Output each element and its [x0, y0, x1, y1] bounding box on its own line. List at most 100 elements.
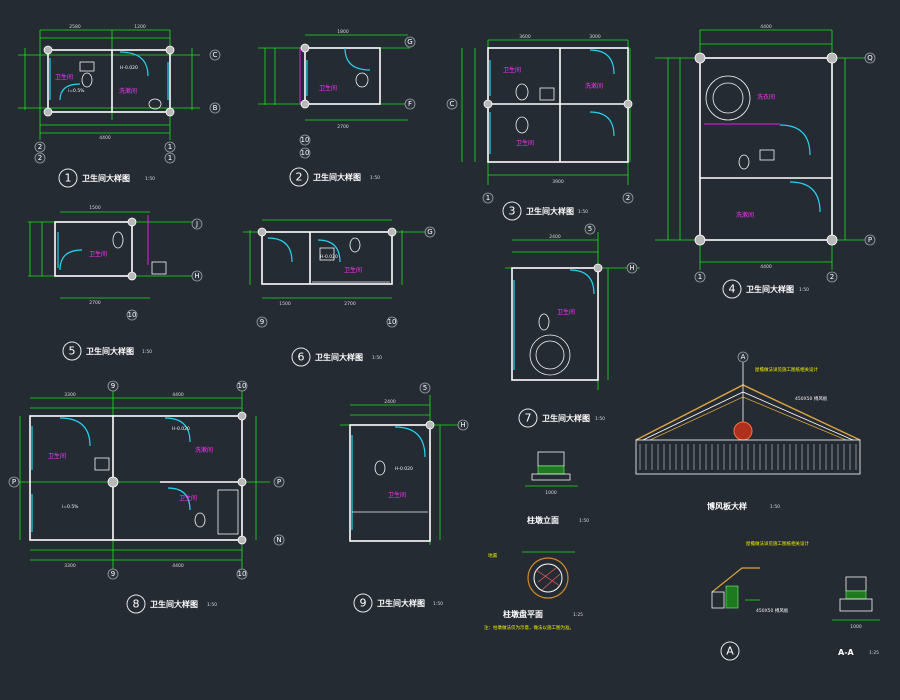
title-3: 3 卫生间大样图 1:50 [502, 201, 588, 221]
grid-2-a: G [407, 38, 412, 46]
dim-7a: 2400 [549, 234, 561, 240]
grid-8-b: 10 [238, 382, 247, 390]
grid-7-a: 5 [588, 225, 592, 233]
room-toilet-2: 卫生间 [319, 84, 337, 92]
grid-7-b: H [629, 264, 634, 272]
plan-2: 卫生间 1800 2700 G F 10 10 [258, 29, 416, 159]
grid-5-a: J [195, 220, 198, 228]
room-toilet-7: 卫生间 [557, 308, 575, 316]
grid-4-b: 2 [830, 273, 834, 281]
title-9-num: 9 [360, 597, 367, 610]
grid-1-a: 2 [38, 143, 42, 151]
column-elev-title: 柱墩立面 [527, 515, 559, 525]
column-plan-title: 柱墩盘平面 [503, 609, 543, 619]
dim-1c: 4400 [99, 135, 111, 141]
grid-8-d: 10 [238, 570, 247, 578]
section-top-note: 屋檐做法详见施工图纸相关设计 [746, 540, 809, 547]
plan-3: 卫生间 洗漱间 卫生间 3600 3000 3900 1 2 C [446, 34, 634, 204]
grid-6-c: 10 [388, 318, 397, 326]
title-6-text: 卫生间大样图 [315, 352, 363, 362]
section-aa-title: A-A [838, 648, 855, 657]
column-plan-scale: 1:25 [573, 612, 583, 618]
title-8-text: 卫生间大样图 [150, 599, 198, 609]
grid-3-b: 2 [626, 194, 630, 202]
section-aa-scale: 1:25 [869, 650, 879, 656]
plan-1: 卫生间 洗漱间 i=0.5% H-0.020 2580 1200 4400 2 … [18, 24, 221, 164]
dim-5a: 1500 [89, 205, 101, 211]
grid-9-a: 5 [423, 384, 427, 392]
dim-4b: 4400 [760, 264, 772, 270]
title-6-scale: 1:50 [372, 355, 382, 361]
dim-8b: 4400 [172, 392, 184, 398]
grid-2-c: 10 [301, 136, 310, 144]
room-toilet-9: 卫生间 [388, 491, 406, 499]
grid-3-c: C [450, 100, 455, 108]
title-8-scale: 1:50 [207, 602, 217, 608]
title-1-num: 1 [65, 172, 72, 185]
title-6-num: 6 [298, 351, 305, 364]
grid-1-b: 2 [38, 154, 42, 162]
column-elevation: 1000 柱墩立面 1:50 [525, 451, 589, 525]
dim-6b: 2700 [344, 301, 356, 307]
title-1-scale: 1:50 [145, 176, 155, 182]
room-toilet-3a: 卫生间 [503, 66, 521, 74]
dim-3c: 3900 [552, 179, 564, 185]
room-laundry-4: 洗衣间 [757, 93, 775, 101]
title-1-text: 卫生间大样图 [82, 173, 130, 183]
grid-9-b: H [460, 421, 465, 429]
section-aa: 1000 A-A 1:25 [832, 576, 880, 657]
column-plan-note-a: 地漏 [488, 552, 497, 559]
title-7-num: 7 [525, 412, 532, 425]
title-4: 4 卫生间大样图 1:50 [722, 279, 809, 299]
title-5-text: 卫生间大样图 [86, 346, 134, 356]
title-4-scale: 1:50 [799, 287, 809, 293]
grid-4-c: Q [867, 54, 873, 62]
grid-2-d: 10 [301, 149, 310, 157]
section-a-num: A [726, 645, 734, 658]
grid-8-c: 9 [111, 570, 115, 578]
dim-3b: 3000 [589, 34, 601, 40]
column-elev-scale: 1:50 [579, 518, 589, 524]
title-8: 8 卫生间大样图 1:50 [126, 594, 217, 614]
grid-6-b: 9 [260, 318, 264, 326]
dim-9a: 2400 [384, 399, 396, 405]
title-5-scale: 1:50 [142, 349, 152, 355]
dim-4a: 4400 [760, 24, 772, 30]
title-7: 7 卫生间大样图 1:50 [518, 408, 605, 428]
section-side-note: 450X50 搏风板 [756, 607, 789, 614]
room-washroom-3: 洗漱间 [585, 82, 603, 90]
plan-4: 洗衣间 洗漱间 4400 4400 1 2 Q P [655, 24, 876, 283]
title-2-scale: 1:50 [370, 175, 380, 181]
grid-5-b: H [194, 272, 199, 280]
title-2-num: 2 [296, 171, 303, 184]
title-6: 6 卫生间大样图 1:50 [291, 347, 382, 367]
floor-level-9: H-0.020 [395, 466, 413, 472]
title-4-num: 4 [729, 283, 736, 296]
grid-3-a: 1 [486, 194, 490, 202]
slope-label-1: i=0.5% [68, 88, 85, 94]
grid-4-d: P [868, 236, 872, 244]
gable-side-note: 450X50 搏风板 [795, 395, 828, 402]
title-9-text: 卫生间大样图 [377, 598, 425, 608]
floor-level-1: H-0.020 [120, 65, 138, 71]
dim-6a: 1500 [279, 301, 291, 307]
room-toilet-8a: 卫生间 [48, 452, 66, 460]
dim-2b: 2700 [337, 124, 349, 130]
grid-8-f: P [277, 478, 281, 486]
title-7-text: 卫生间大样图 [542, 413, 590, 423]
floor-level-8: H-0.020 [172, 426, 190, 432]
title-3-scale: 1:50 [578, 209, 588, 215]
dim-2a: 1800 [337, 29, 349, 35]
title-9: 9 卫生间大样图 1:50 [353, 593, 443, 613]
grid-8-a: 9 [111, 382, 115, 390]
room-toilet-6: 卫生间 [344, 266, 362, 274]
dim-3a: 3600 [519, 34, 531, 40]
title-7-scale: 1:50 [595, 416, 605, 422]
grid-5-c: 10 [128, 311, 137, 319]
title-3-num: 3 [509, 205, 516, 218]
column-plan-note: 注：柱墩做法仅为示意，做法以施工图为准。 [484, 624, 574, 631]
room-washroom-8: 洗漱间 [195, 446, 213, 454]
room-toilet-8b: 卫生间 [179, 494, 197, 502]
room-washroom-4: 洗漱间 [736, 211, 754, 219]
gable-detail: A 屋檐做法详见施工图纸相关设计 450X50 搏风板 博风板大样 1:50 [635, 351, 861, 511]
